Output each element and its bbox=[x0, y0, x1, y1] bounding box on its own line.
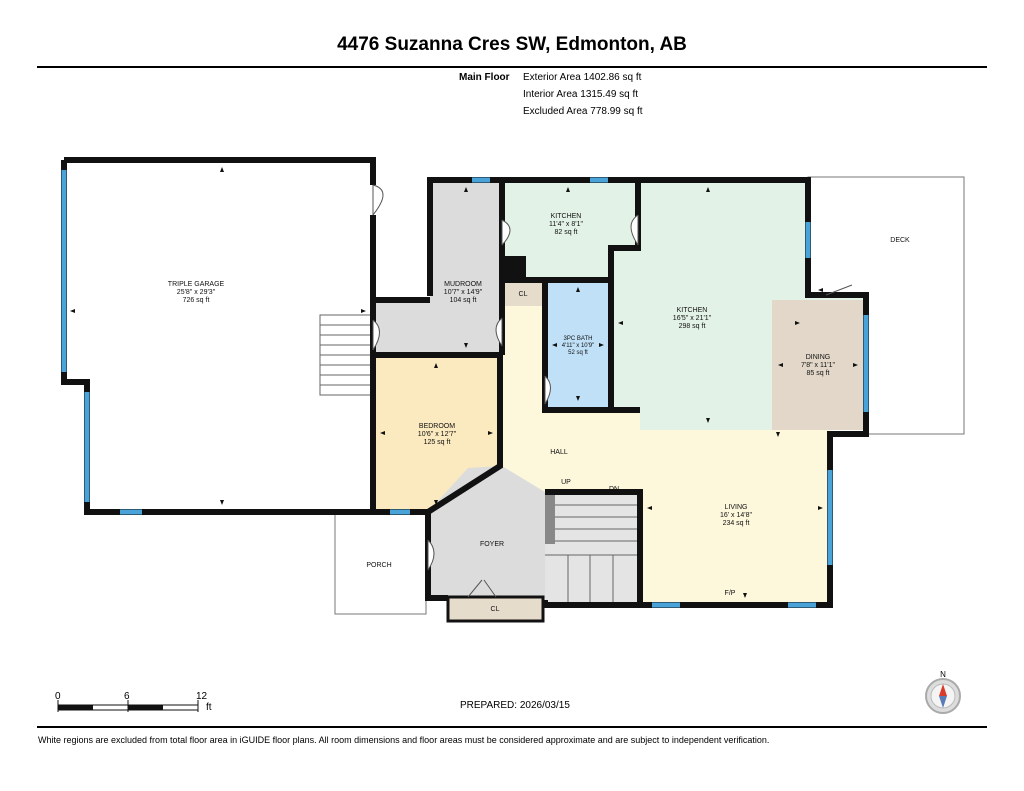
windows bbox=[61, 170, 869, 608]
kitchen-main-area: 298 sq ft bbox=[679, 323, 706, 330]
mudroom-dims: 10'7" x 14'9" bbox=[444, 289, 483, 296]
plan-title: 4476 Suzanna Cres SW, Edmonton, AB bbox=[337, 34, 687, 55]
foyer-name: FOYER bbox=[480, 541, 504, 548]
scale-tick-6: 6 bbox=[124, 691, 130, 702]
closet-upper-fill bbox=[502, 280, 545, 306]
deck-name: DECK bbox=[890, 237, 910, 244]
hall-name: HALL bbox=[550, 449, 568, 456]
excluded-area: Excluded Area 778.99 sq ft bbox=[523, 106, 643, 117]
scale-tick-0: 0 bbox=[55, 691, 61, 702]
hall-fill bbox=[502, 306, 830, 605]
footer-divider bbox=[37, 726, 987, 728]
bedroom-name: BEDROOM bbox=[419, 423, 455, 430]
living-area: 234 sq ft bbox=[723, 520, 750, 527]
scale-unit: ft bbox=[206, 702, 212, 713]
mudroom-name: MUDROOM bbox=[444, 281, 482, 288]
dining-dims: 7'8" x 11'1" bbox=[801, 362, 835, 369]
foyer-fill bbox=[428, 466, 545, 600]
interior-area: Interior Area 1315.49 sq ft bbox=[523, 89, 639, 100]
bedroom-area: 125 sq ft bbox=[424, 439, 451, 446]
floor-name: Main Floor bbox=[459, 72, 510, 83]
kitchen-main-dims: 16'5" x 21'1" bbox=[673, 315, 712, 322]
bedroom-dims: 10'6" x 12'7" bbox=[418, 431, 457, 438]
kitchen-main-name: KITCHEN bbox=[677, 307, 708, 314]
exterior-area: Exterior Area 1402.86 sq ft bbox=[523, 72, 642, 83]
bath-name: 3PC BATH bbox=[564, 336, 593, 342]
kitchen-small-name: KITCHEN bbox=[551, 213, 582, 220]
stairs-down-label: DN bbox=[609, 486, 619, 493]
stair-landing-dark bbox=[545, 492, 555, 544]
garage-name: TRIPLE GARAGE bbox=[168, 281, 225, 288]
disclaimer-text: White regions are excluded from total fl… bbox=[38, 735, 770, 745]
mudroom-area: 104 sq ft bbox=[450, 297, 477, 304]
stair-fill bbox=[545, 492, 638, 602]
scale-bar bbox=[57, 700, 199, 712]
bath-area: 52 sq ft bbox=[568, 350, 588, 356]
fireplace-label: F/P bbox=[725, 590, 736, 597]
mudroom-passage-fill bbox=[373, 300, 502, 353]
prepared-date: PREPARED: 2026/03/15 bbox=[460, 700, 570, 711]
porch-name: PORCH bbox=[366, 562, 391, 569]
dining-area: 85 sq ft bbox=[807, 370, 830, 377]
garage-area: 726 sq ft bbox=[183, 297, 210, 304]
kitchen-small-dims: 11'4" x 8'1" bbox=[549, 221, 583, 228]
closet-upper-name: CL bbox=[519, 291, 528, 298]
kitchen-small-area: 82 sq ft bbox=[555, 229, 578, 236]
scale-tick-12: 12 bbox=[196, 691, 208, 702]
garage-dims: 25'8" x 29'3" bbox=[177, 289, 216, 296]
stairs-up-label: UP bbox=[561, 479, 571, 486]
dimension-markers bbox=[70, 167, 858, 598]
closet-lower-name: CL bbox=[491, 606, 500, 613]
compass-icon: N bbox=[925, 670, 961, 714]
bath-dims: 4'11" x 10'9" bbox=[562, 343, 594, 349]
title-divider bbox=[37, 66, 987, 68]
dining-name: DINING bbox=[806, 354, 831, 361]
living-dims: 16' x 14'8" bbox=[720, 512, 753, 519]
compass-north-label: N bbox=[940, 670, 946, 679]
living-name: LIVING bbox=[725, 504, 748, 511]
dining-fill bbox=[772, 300, 864, 430]
doors bbox=[369, 184, 853, 598]
